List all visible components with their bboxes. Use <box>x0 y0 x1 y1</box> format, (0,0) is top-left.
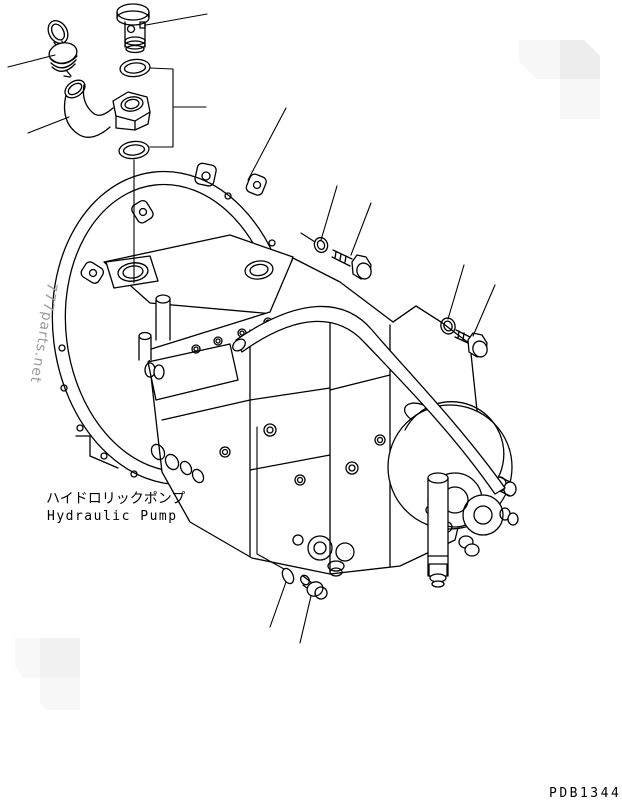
mounting-bolt-front <box>331 249 372 280</box>
flywheel-housing <box>51 162 293 486</box>
filler-cap-with-ring <box>47 20 78 78</box>
part-title-japanese: ハイドロリックポンプ <box>46 491 186 507</box>
gasket-bottom <box>281 567 295 585</box>
callout-lines <box>7 13 496 644</box>
hydraulic-pump-assembly <box>103 234 519 588</box>
cross-pipe <box>235 305 506 495</box>
part-title-english: Hydraulic Pump <box>47 509 178 524</box>
drain-plug-bottom <box>299 574 328 600</box>
strainer-cylinder <box>427 472 449 588</box>
watermark-logo-bottom-left <box>40 638 80 678</box>
watermark-logo-bottom-left <box>15 638 40 678</box>
washer-front <box>313 236 329 254</box>
elbow-fitting <box>63 79 151 138</box>
drawing-code: PDB1344 <box>549 786 622 801</box>
breather-bolt <box>116 3 150 54</box>
o-ring-upper <box>119 58 151 78</box>
o-ring-lower <box>118 140 150 160</box>
washer-rear <box>440 317 456 335</box>
watermark-logo-top-right <box>560 79 600 119</box>
watermark-logo-bottom-left <box>40 678 80 710</box>
